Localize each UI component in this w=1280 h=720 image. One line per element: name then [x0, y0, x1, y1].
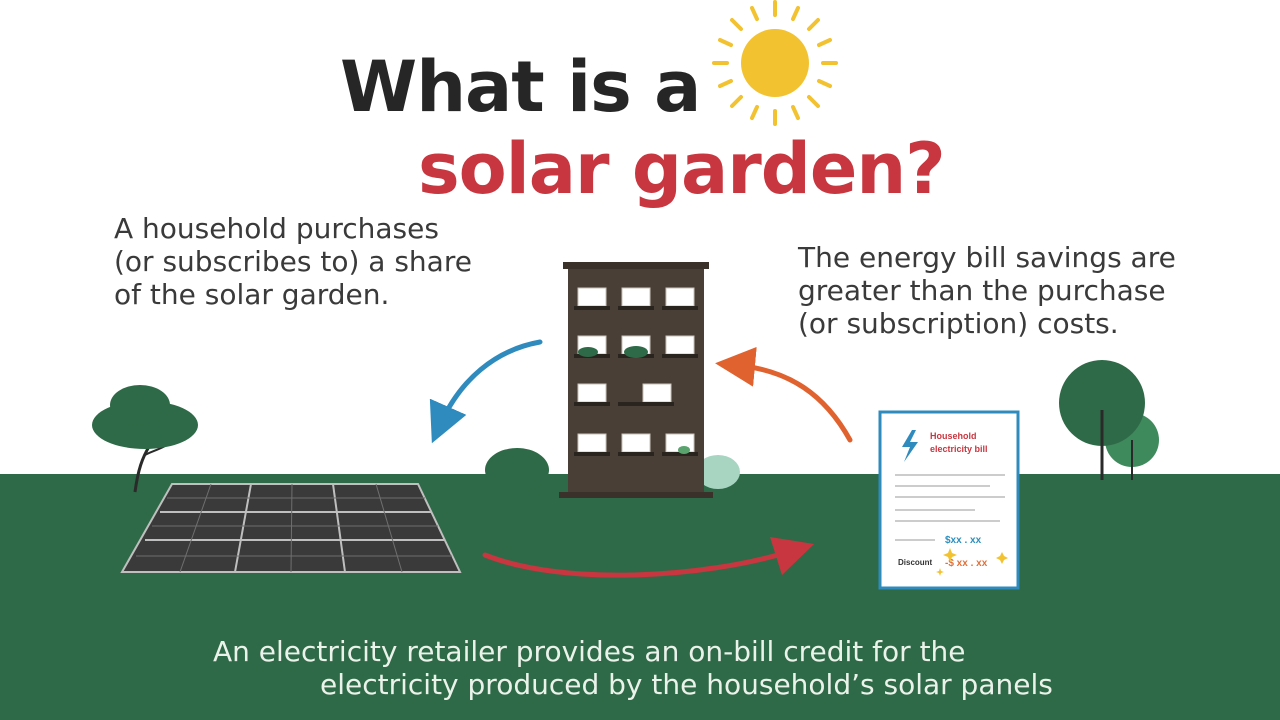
title-line-2: solar garden? [418, 128, 946, 210]
apartment-building [559, 262, 713, 498]
solar-panels [120, 483, 462, 573]
left-note-line: (or subscribes to) a share [114, 245, 472, 278]
electricity-bill: Household electricity bill $xx . xx Disc… [878, 410, 1020, 590]
arrow-icon [482, 536, 815, 578]
left-note-line: of the solar garden. [114, 278, 390, 311]
bill-title-line-2: electricity bill [930, 444, 988, 454]
bush [696, 455, 740, 489]
title-line-1: What is a [340, 46, 701, 128]
tree-left [92, 385, 198, 493]
tree-right [1059, 360, 1159, 480]
right-note-line: The energy bill savings are [798, 241, 1176, 274]
bill-amount: $xx . xx [945, 535, 982, 546]
sun-icon [712, 0, 838, 126]
arrow-icon [429, 339, 543, 444]
left-note: A household purchases (or subscribes to)… [114, 212, 472, 311]
right-note-line: greater than the purchase [798, 274, 1166, 307]
right-note-line: (or subscription) costs. [798, 307, 1119, 340]
sparkle-icon [936, 548, 1008, 576]
bottom-note-line: An electricity retailer provides an on-b… [213, 635, 966, 668]
right-note: The energy bill savings are greater than… [798, 241, 1176, 340]
bush [485, 448, 549, 492]
bill-discount-amount: -$ xx . xx [945, 558, 988, 569]
bottom-note: An electricity retailer provides an on-b… [0, 635, 1280, 701]
bottom-note-line: electricity produced by the household’s … [320, 668, 1053, 701]
arrow-icon [715, 346, 853, 443]
bill-title-line-1: Household [930, 431, 977, 441]
lightning-bolt-icon [902, 430, 918, 462]
left-note-line: A household purchases [114, 212, 439, 245]
bill-discount-label: Discount [898, 558, 933, 567]
